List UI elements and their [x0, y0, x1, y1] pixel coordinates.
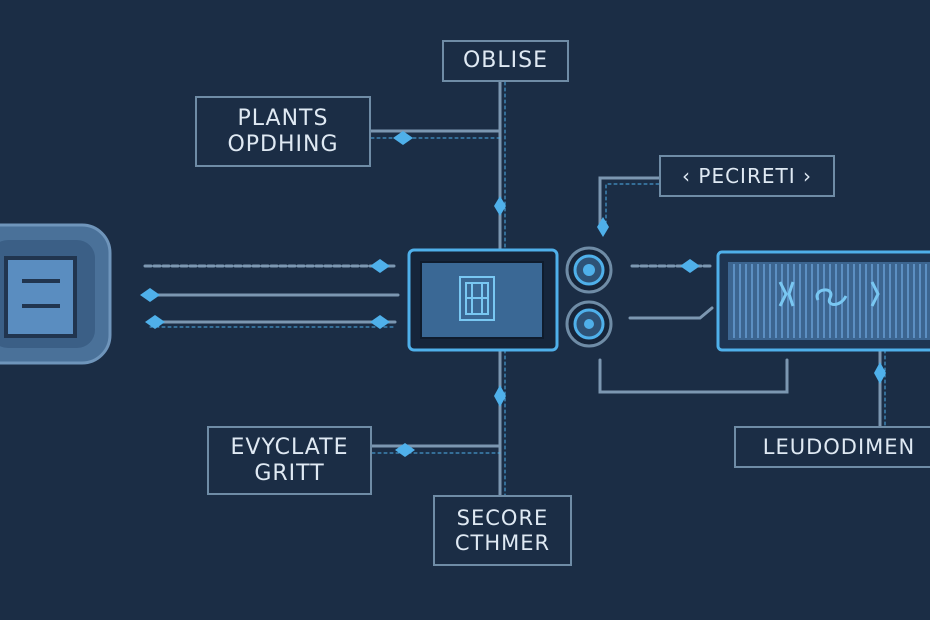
output-panel	[716, 250, 930, 352]
label-evyclate: EVYCLATE GRITT	[207, 426, 372, 495]
label-pecireti: ‹ PECIRETI ›	[659, 155, 835, 197]
label-plants-line1: PLANTS	[237, 106, 329, 132]
marker-diamond	[140, 288, 160, 302]
label-plants-line2: OPDHING	[227, 131, 339, 157]
input-device	[0, 223, 112, 365]
label-oblise-text: OBLISE	[462, 48, 549, 74]
connector-ring-panel-lower	[628, 306, 714, 320]
connector-bottom-bracket	[598, 358, 789, 394]
grid-square-icon	[459, 276, 495, 321]
marker-diamond	[145, 315, 165, 329]
marker-diamond	[393, 131, 413, 145]
marker-diamond	[370, 315, 390, 329]
marker-diamond	[874, 362, 886, 384]
panel-stripes	[733, 264, 927, 338]
label-evyclate-line2: GRITT	[254, 460, 325, 486]
label-secore-line2: CTHMER	[454, 530, 551, 555]
label-oblise: OBLISE	[442, 40, 569, 82]
ring-node-bottom	[565, 300, 613, 348]
label-leudodimen: LEUDODIMEN	[734, 426, 930, 468]
label-evyclate-line1: EVYCLATE	[230, 435, 349, 461]
connector-pecireti	[598, 176, 661, 227]
marker-diamond	[395, 443, 415, 457]
label-leudodimen-text: LEUDODIMEN	[762, 434, 916, 459]
label-secore: SECORE CTHMER	[433, 495, 572, 566]
connector-markers	[140, 131, 886, 457]
marker-diamond	[494, 196, 506, 216]
ring-node-top	[565, 246, 613, 294]
signal-knot-icon	[778, 281, 880, 307]
menu-list-icon	[4, 256, 77, 338]
central-monitor	[407, 248, 559, 352]
marker-diamond	[494, 385, 506, 407]
label-secore-line1: SECORE	[456, 506, 549, 531]
label-plants: PLANTS OPDHING	[195, 96, 371, 167]
marker-diamond	[597, 217, 609, 237]
label-pecireti-text: ‹ PECIRETI ›	[682, 163, 812, 188]
marker-diamond	[680, 259, 700, 273]
marker-diamond	[370, 259, 390, 273]
